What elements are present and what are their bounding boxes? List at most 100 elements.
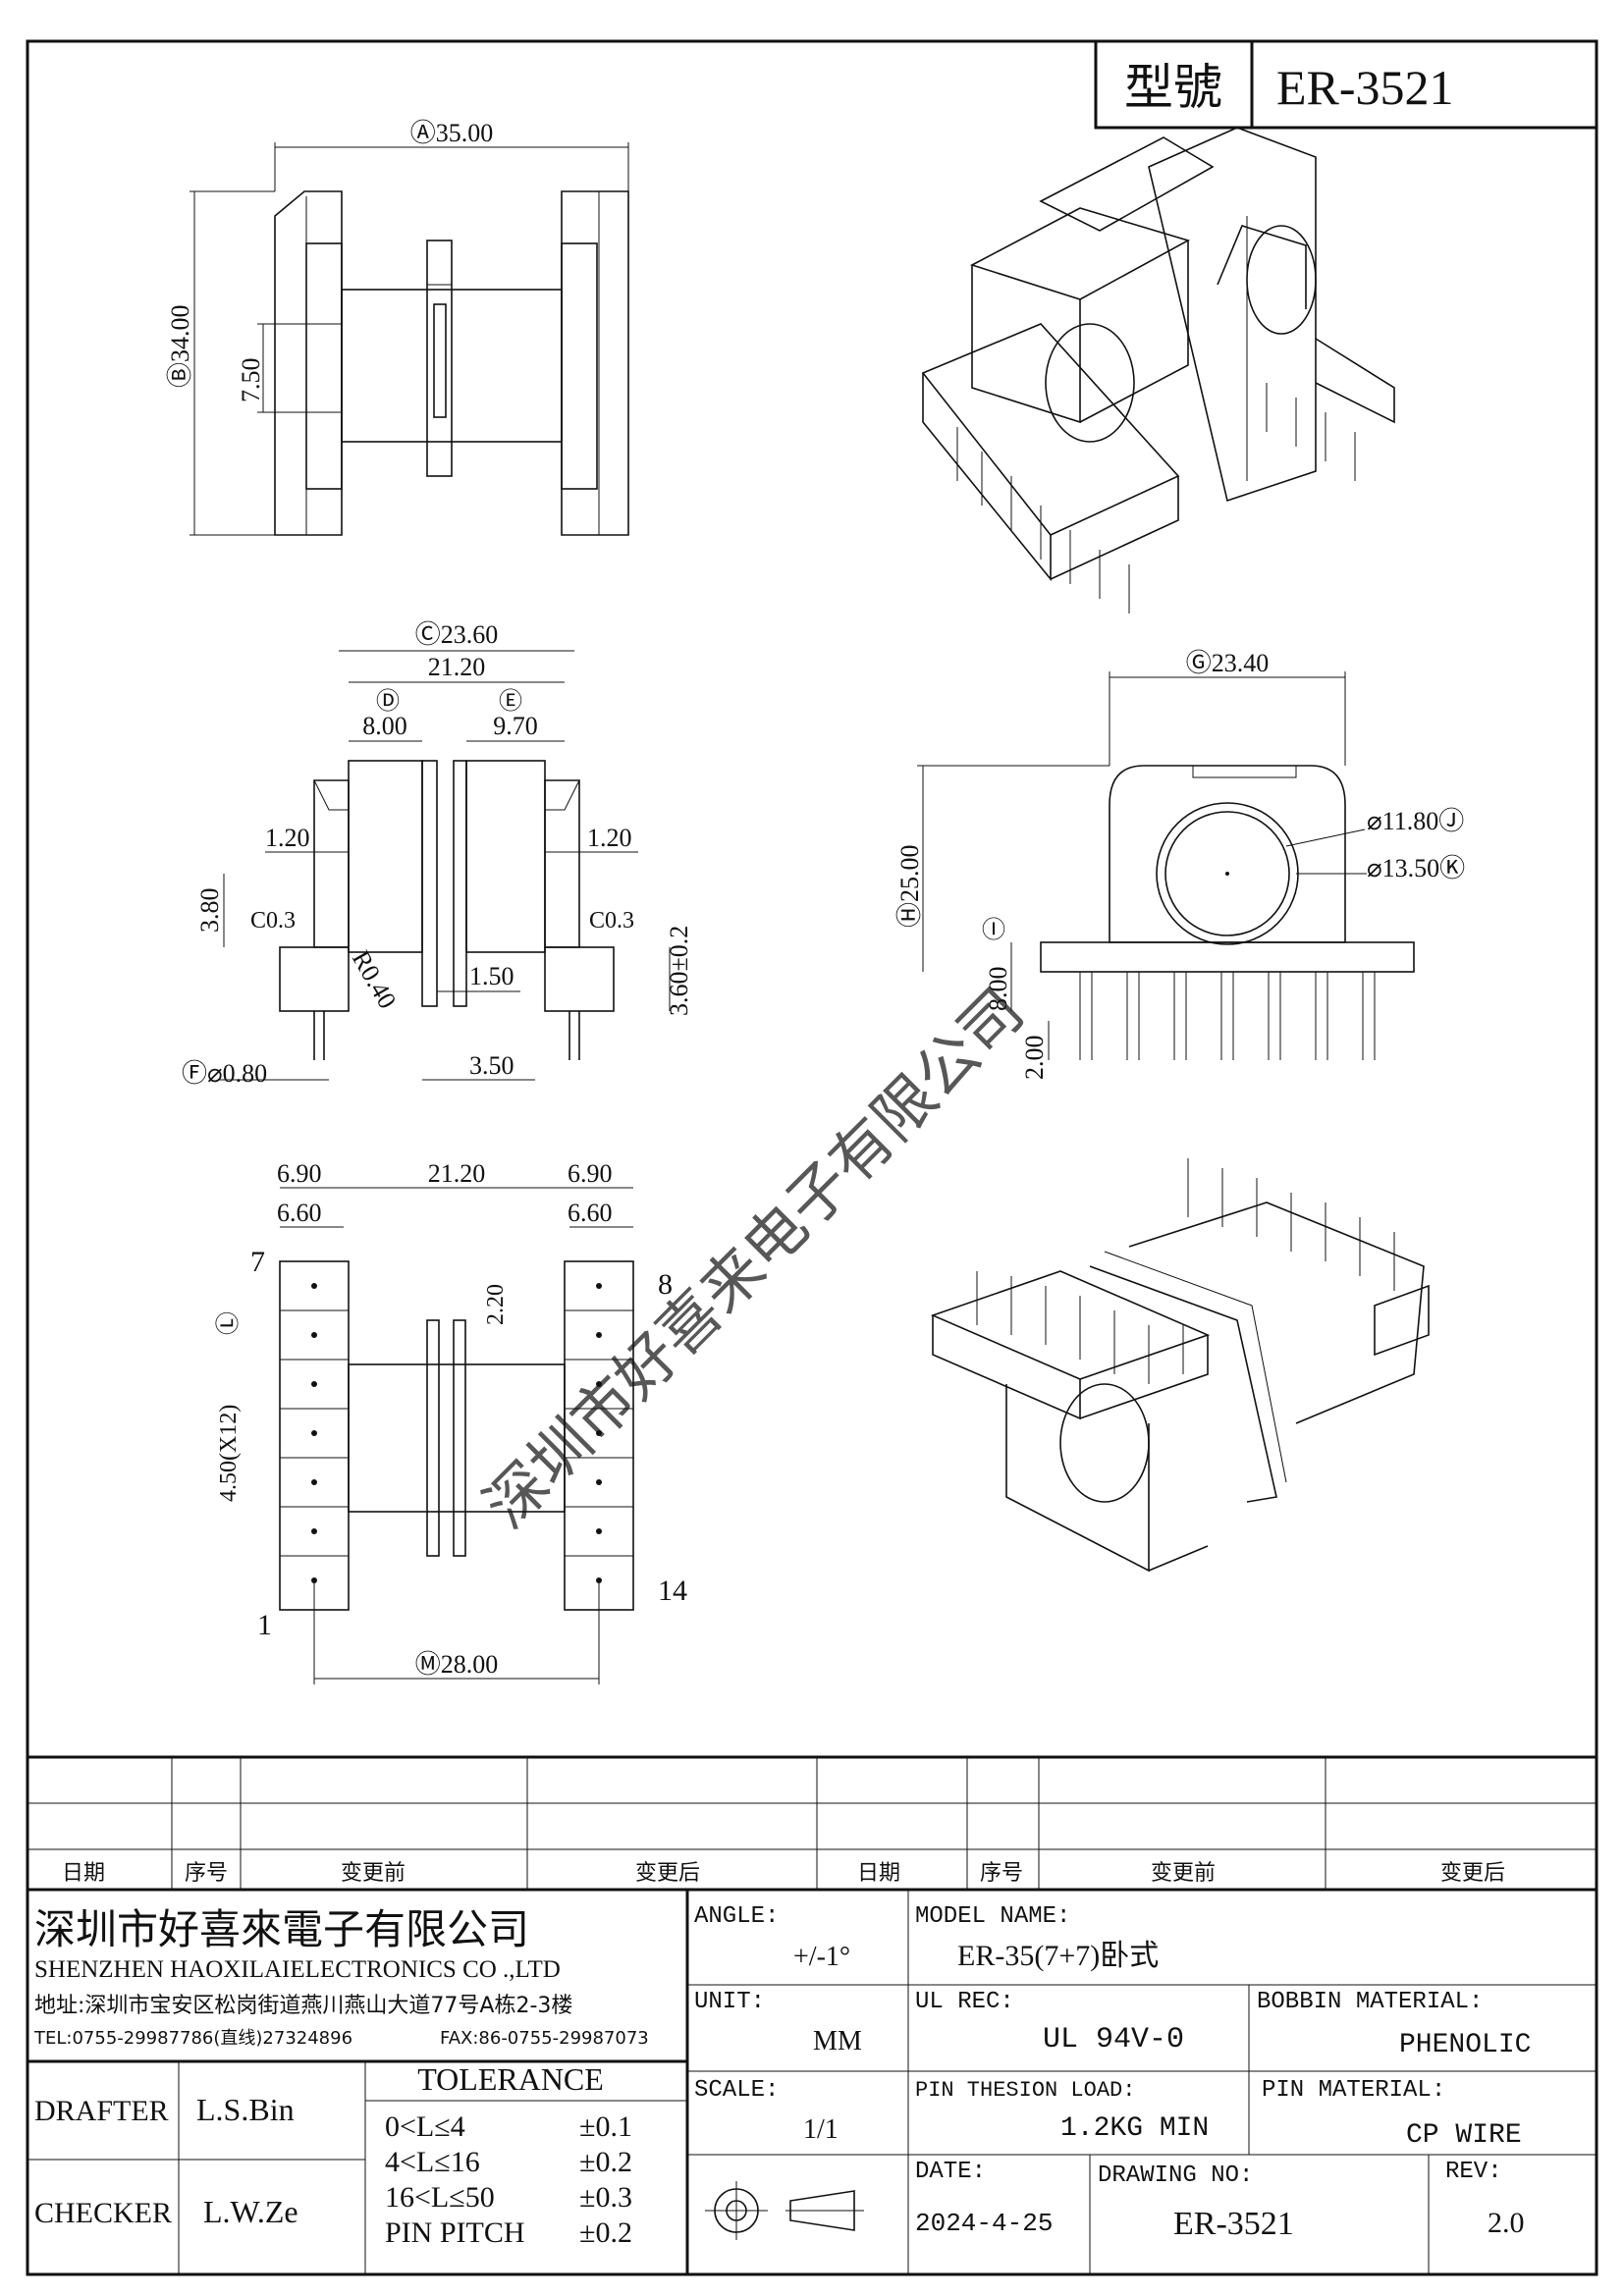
rev-header-date-2: 日期 xyxy=(857,1861,900,1886)
title-block: 深圳市好喜來電子有限公司 SHENZHEN HAOXILAIELECTRONIC… xyxy=(27,1890,1597,2274)
iso-view-top xyxy=(921,127,1395,614)
dim-pitch: 4.50(X12) xyxy=(216,1405,242,1502)
tolerance-range-2: 16<L≤50 xyxy=(385,2181,495,2214)
type-box: 型號 ER-3521 xyxy=(1094,39,1598,130)
side-view: Ⓖ23.40 Ⓗ25.00 ⌀11.80Ⓙ ⌀13.50Ⓚ Ⓘ 8.00 2.0… xyxy=(895,649,1465,1080)
dim-i: 8.00 xyxy=(984,967,1012,1012)
drawing-no-label: DRAWING NO: xyxy=(1098,2163,1253,2189)
dim-j: ⌀11.80Ⓙ xyxy=(1367,807,1464,835)
tolerance-value-2: ±0.3 xyxy=(579,2181,632,2214)
dim-1-50: 1.50 xyxy=(469,962,514,990)
scale-label: SCALE: xyxy=(694,2077,779,2104)
company-address: 地址:深圳市宝安区松岗街道燕川燕山大道77号A栋2-3楼 xyxy=(34,1994,572,2018)
tolerance-value-3: ±0.2 xyxy=(579,2216,632,2249)
dim-3-80: 3.80 xyxy=(195,888,224,934)
tolerance-value-1: ±0.2 xyxy=(579,2146,632,2178)
rev-header-after-2: 变更后 xyxy=(1440,1861,1505,1886)
bobbin-value: PHENOLIC xyxy=(1399,2030,1531,2060)
bottom-view: 6.90 6.60 21.20 6.90 6.60 7 8 1 14 2.20 … xyxy=(215,1159,687,1684)
dim-2-00: 2.00 xyxy=(1020,1036,1049,1081)
dim-r040: R0.40 xyxy=(347,946,403,1014)
dim-1-20-right: 1.20 xyxy=(587,824,632,852)
dim-l-marker: Ⓛ xyxy=(215,1311,242,1335)
dim-c03-right: C0.3 xyxy=(589,908,634,934)
load-value: 1.2KG MIN xyxy=(1060,2113,1209,2144)
pin-8: 8 xyxy=(658,1268,673,1301)
date-label: DATE: xyxy=(915,2159,986,2185)
type-label: 型號 xyxy=(1124,60,1222,115)
dim-7-50: 7.50 xyxy=(237,358,265,403)
dim-d: 8.00 xyxy=(362,712,407,740)
dim-6-60-right: 6.60 xyxy=(568,1199,613,1227)
tolerance-range-0: 0<L≤4 xyxy=(385,2110,465,2143)
dim-e: 9.70 xyxy=(493,712,538,740)
dim-3-60: 3.60±0.2 xyxy=(665,926,693,1016)
dim-b: Ⓑ34.00 xyxy=(166,304,194,388)
dim-k: ⌀13.50Ⓚ xyxy=(1367,854,1465,882)
dim-21-20: 21.20 xyxy=(428,653,486,681)
rev-value: 2.0 xyxy=(1488,2207,1525,2239)
dim-f: Ⓕ⌀0.80 xyxy=(182,1059,267,1088)
bobbin-label: BOBBIN MATERIAL: xyxy=(1257,1989,1483,2015)
tolerance-value-0: ±0.1 xyxy=(579,2110,632,2143)
unit-label: UNIT: xyxy=(694,1989,765,2015)
dim-m: Ⓜ28.00 xyxy=(415,1650,499,1679)
dim-e-marker: Ⓔ xyxy=(499,688,522,715)
type-value: ER-3521 xyxy=(1276,60,1454,115)
rev-header-date-1: 日期 xyxy=(62,1861,105,1886)
pin-7: 7 xyxy=(250,1246,265,1278)
load-label: PIN THESION LOAD: xyxy=(915,2078,1135,2103)
pin-14: 14 xyxy=(658,1575,687,1607)
front-view: Ⓒ23.60 21.20 Ⓓ 8.00 Ⓔ 9.70 1.20 1.20 3.8… xyxy=(182,620,693,1088)
ul-value: UL 94V-0 xyxy=(1043,2023,1184,2056)
revision-table: 日期 序号 变更前 变更后 日期 序号 变更前 变更后 xyxy=(27,1755,1597,1892)
dim-h: Ⓗ25.00 xyxy=(895,844,924,928)
dim-a: Ⓐ35.00 xyxy=(410,119,494,147)
dim-d-marker: Ⓓ xyxy=(376,688,400,715)
sheet-border xyxy=(26,39,1598,2276)
rev-header-after-1: 变更后 xyxy=(635,1861,700,1886)
dim-3-50: 3.50 xyxy=(469,1051,514,1080)
angle-label: ANGLE: xyxy=(694,1903,779,1930)
rev-header-before-2: 变更前 xyxy=(1151,1861,1216,1886)
iso-view-bottom xyxy=(930,1158,1430,1573)
checker-label: CHECKER xyxy=(34,2197,172,2229)
company-cn: 深圳市好喜來電子有限公司 xyxy=(34,1905,529,1953)
scale-value: 1/1 xyxy=(803,2114,839,2145)
dim-21-20-bottom: 21.20 xyxy=(428,1159,486,1188)
dim-6-90-left: 6.90 xyxy=(277,1159,322,1188)
dim-1-20-left: 1.20 xyxy=(265,824,310,852)
date-value: 2024-4-25 xyxy=(915,2209,1053,2238)
model-value: ER-35(7+7)卧式 xyxy=(957,1940,1159,1972)
dim-i-marker: Ⓘ xyxy=(982,917,1005,943)
pin-1: 1 xyxy=(257,1609,272,1641)
rev-label: REV: xyxy=(1445,2159,1502,2185)
projection-symbol-icon xyxy=(705,2181,864,2240)
watermark: 深圳市好喜来电子有限公司 xyxy=(470,975,1038,1542)
top-view: Ⓐ35.00 Ⓑ34.00 7.50 xyxy=(166,119,629,536)
dim-2-20: 2.20 xyxy=(483,1284,509,1325)
model-label: MODEL NAME: xyxy=(915,1903,1070,1930)
unit-value: MM xyxy=(813,2026,862,2056)
rev-header-no-2: 序号 xyxy=(980,1861,1023,1886)
rev-header-no-1: 序号 xyxy=(185,1861,228,1886)
drawing-no-value: ER-3521 xyxy=(1173,2206,1294,2242)
pin-material-label: PIN MATERIAL: xyxy=(1262,2077,1445,2104)
tolerance-title: TOLERANCE xyxy=(417,2061,604,2097)
ul-label: UL REC: xyxy=(915,1989,1014,2015)
dim-c: Ⓒ23.60 xyxy=(415,620,499,649)
dim-6-60-left: 6.60 xyxy=(277,1199,322,1227)
dim-c03-left: C0.3 xyxy=(250,908,296,934)
company-tel: TEL:0755-29987786(直线)27324896 xyxy=(33,2028,352,2049)
drafter-value: L.S.Bin xyxy=(196,2092,295,2127)
company-fax: FAX:86-0755-29987073 xyxy=(440,2028,649,2049)
dim-6-90-right: 6.90 xyxy=(568,1159,613,1188)
dim-g: Ⓖ23.40 xyxy=(1186,649,1270,677)
drafter-label: DRAFTER xyxy=(34,2095,169,2127)
pin-material-value: CP WIRE xyxy=(1406,2120,1522,2151)
checker-value: L.W.Ze xyxy=(203,2194,298,2229)
rev-header-before-1: 变更前 xyxy=(341,1861,406,1886)
company-en: SHENZHEN HAOXILAIELECTRONICS CO .,LTD xyxy=(34,1956,561,1983)
angle-value: +/-1° xyxy=(793,1942,850,1972)
